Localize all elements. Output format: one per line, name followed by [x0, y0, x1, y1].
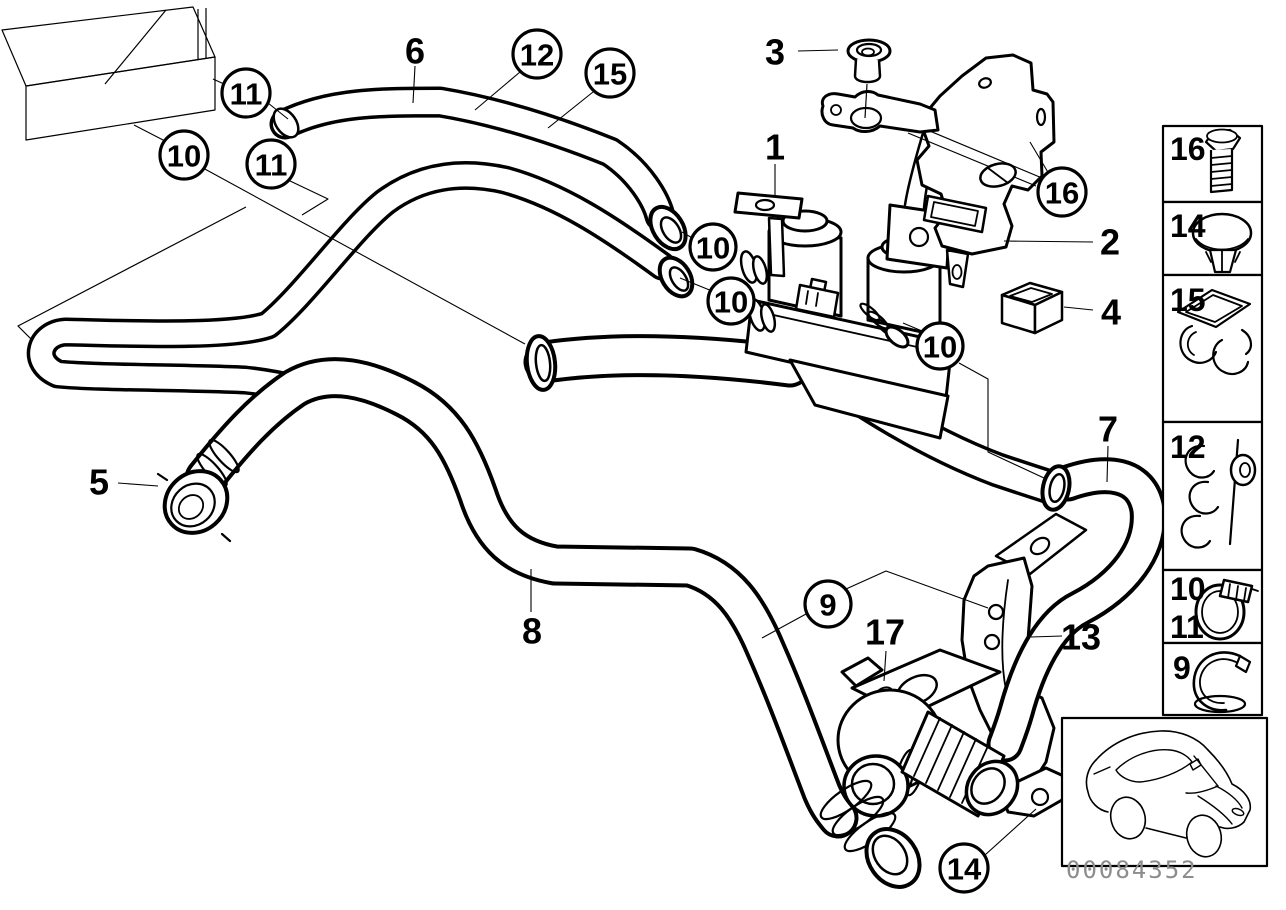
- hose-7: [986, 457, 1167, 763]
- circled-callouts: 11 10 11 12 15 16 10 10 10 9 14: [158, 28, 1088, 894]
- holder-clip-icon: [1192, 651, 1252, 714]
- car-icon: [1085, 730, 1252, 858]
- svg-text:10: 10: [923, 330, 957, 365]
- hose-clip-triple-icon: [1180, 438, 1257, 549]
- svg-text:14: 14: [947, 852, 982, 887]
- hose-15: [26, 160, 677, 405]
- callout-circled-11-a: 11: [220, 67, 272, 119]
- callout-6: 6: [405, 31, 425, 72]
- hose-valve-feed: [523, 334, 812, 392]
- valve-threaded-port: [859, 302, 910, 349]
- svg-text:9: 9: [819, 588, 836, 623]
- sidebar-label-9: 9: [1173, 650, 1191, 686]
- svg-text:11: 11: [230, 77, 263, 112]
- svg-text:15: 15: [593, 57, 627, 92]
- hose-8: [184, 357, 859, 839]
- sidebar-label-16: 16: [1170, 131, 1206, 167]
- sidebar-label-11: 11: [1170, 609, 1204, 645]
- bracket-2: [820, 53, 1056, 289]
- callout-13: 13: [1061, 617, 1101, 658]
- quick-connector-5: [156, 438, 240, 543]
- sidebar-label-15: 15: [1170, 282, 1206, 318]
- svg-text:10: 10: [167, 139, 201, 174]
- callout-circled-11-b: 11: [245, 138, 297, 190]
- callout-circled-10-c: 10: [706, 276, 756, 326]
- callout-circled-14: 14: [938, 842, 990, 894]
- hose-clip-double-icon: [1176, 288, 1252, 376]
- sidebar-box-12: [1161, 420, 1264, 572]
- callout-circled-12: 12: [511, 28, 563, 80]
- callout-7: 7: [1098, 409, 1118, 450]
- valve-port-upper: [739, 250, 769, 285]
- bolt-icon: [1204, 128, 1242, 194]
- svg-text:11: 11: [255, 148, 288, 183]
- hose-6-end-fitting: [648, 204, 688, 252]
- image-number: 00084352: [1066, 856, 1198, 884]
- callout-5: 5: [89, 462, 109, 503]
- body-panel-structure: [1, 6, 247, 340]
- callout-circled-10-b: 10: [688, 222, 738, 272]
- hose-6: [269, 86, 676, 232]
- callout-17: 17: [865, 612, 905, 653]
- svg-text:16: 16: [1045, 176, 1079, 211]
- callout-3: 3: [765, 32, 785, 73]
- callout-8: 8: [522, 611, 542, 652]
- callout-circled-15: 15: [584, 47, 636, 99]
- svg-text:10: 10: [714, 285, 748, 320]
- svg-text:10: 10: [696, 231, 730, 266]
- plain-callouts: 6 3 1 2 4 7 5 8 17 13: [89, 31, 1121, 658]
- leader-lines: [117, 49, 1109, 856]
- callout-circled-16: 16: [1036, 166, 1088, 218]
- callout-circled-10-a: 10: [158, 129, 210, 181]
- retainer-4: [1000, 281, 1064, 335]
- callout-circled-9: 9: [803, 579, 853, 629]
- vehicle-thumbnail: 00084352: [1060, 716, 1269, 884]
- sidebar-label-12: 12: [1170, 429, 1206, 465]
- hose-clamp-icon: [1194, 578, 1259, 641]
- hose-15-end-fitting: [657, 255, 695, 299]
- callout-2: 2: [1100, 222, 1120, 263]
- grommet-3: [846, 38, 892, 84]
- sidebar-label-10: 10: [1170, 571, 1206, 607]
- sidebar-label-14: 14: [1170, 208, 1206, 244]
- callout-circled-10-d: 10: [915, 321, 965, 371]
- hose-7-junction-fitting: [1040, 464, 1072, 512]
- svg-text:12: 12: [520, 38, 554, 73]
- sidebar-part-boxes: [1161, 124, 1264, 717]
- callout-1: 1: [765, 127, 785, 168]
- water-valve-1: [733, 191, 954, 440]
- hose-8-end-connector: [819, 779, 922, 889]
- callout-4: 4: [1101, 292, 1121, 333]
- rivet-icon: [1191, 212, 1253, 274]
- sidebar-labels: 16 14 15 12 10 11 9: [1170, 131, 1206, 686]
- vehicle-box: [1060, 716, 1269, 868]
